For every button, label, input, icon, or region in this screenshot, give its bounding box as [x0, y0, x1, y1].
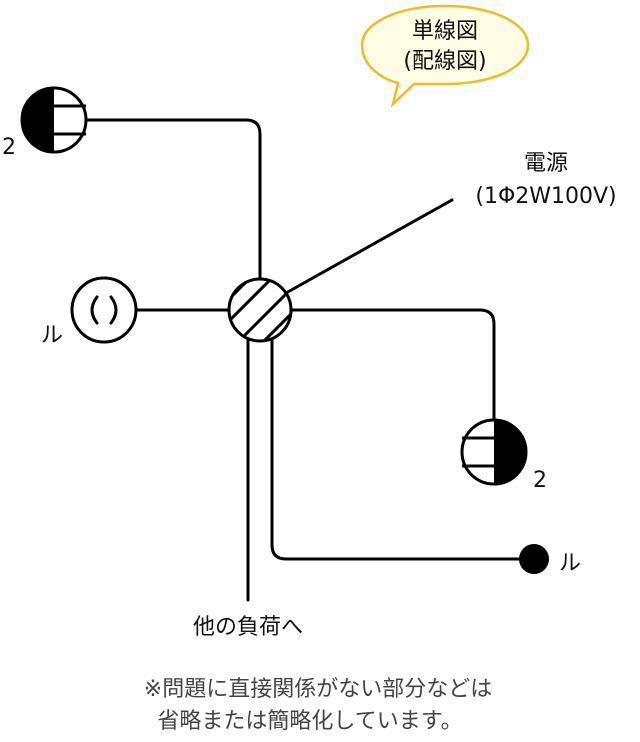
footnote: ※問題に直接関係がない部分などは 省略または簡略化しています。 — [144, 677, 492, 734]
power-source-label: 電源 (1Φ2W100V) — [475, 151, 616, 209]
callout-line1: 単線図 — [412, 19, 478, 44]
callout-shape — [360, 4, 530, 108]
outlet-top-left: 2 — [2, 86, 88, 160]
power-source-line1: 電源 — [524, 151, 568, 176]
footnote-line1: ※問題に直接関係がない部分などは — [144, 677, 492, 702]
pull-switch-label: ル — [41, 323, 63, 348]
switch-dot-icon — [519, 544, 549, 574]
dot-switch-label: ル — [559, 551, 581, 576]
wire-dot-switch — [270, 338, 522, 561]
footnote-line2: 省略または簡略化しています。 — [157, 709, 462, 734]
pull-switch-icon — [70, 276, 138, 344]
outlet-top-left-count: 2 — [2, 135, 16, 160]
wire-power-source — [284, 198, 454, 295]
wire-top-left-outlet — [84, 118, 262, 280]
pull-switch: ル — [41, 276, 138, 348]
callout-line2: (配線図) — [403, 49, 486, 74]
outlet-bottom-right: 2 — [460, 418, 547, 493]
callout-bubble: 単線図 (配線図) — [360, 4, 530, 108]
wire-bottom-right-outlet — [290, 308, 496, 422]
power-source-line2: (1Φ2W100V) — [475, 184, 616, 209]
wires — [84, 118, 522, 602]
duplex-outlet-icon — [20, 86, 88, 154]
outlet-bottom-right-count: 2 — [533, 468, 547, 493]
dot-switch: ル — [519, 544, 581, 576]
duplex-outlet-icon — [460, 418, 528, 486]
other-loads-label: 他の負荷へ — [193, 615, 303, 640]
